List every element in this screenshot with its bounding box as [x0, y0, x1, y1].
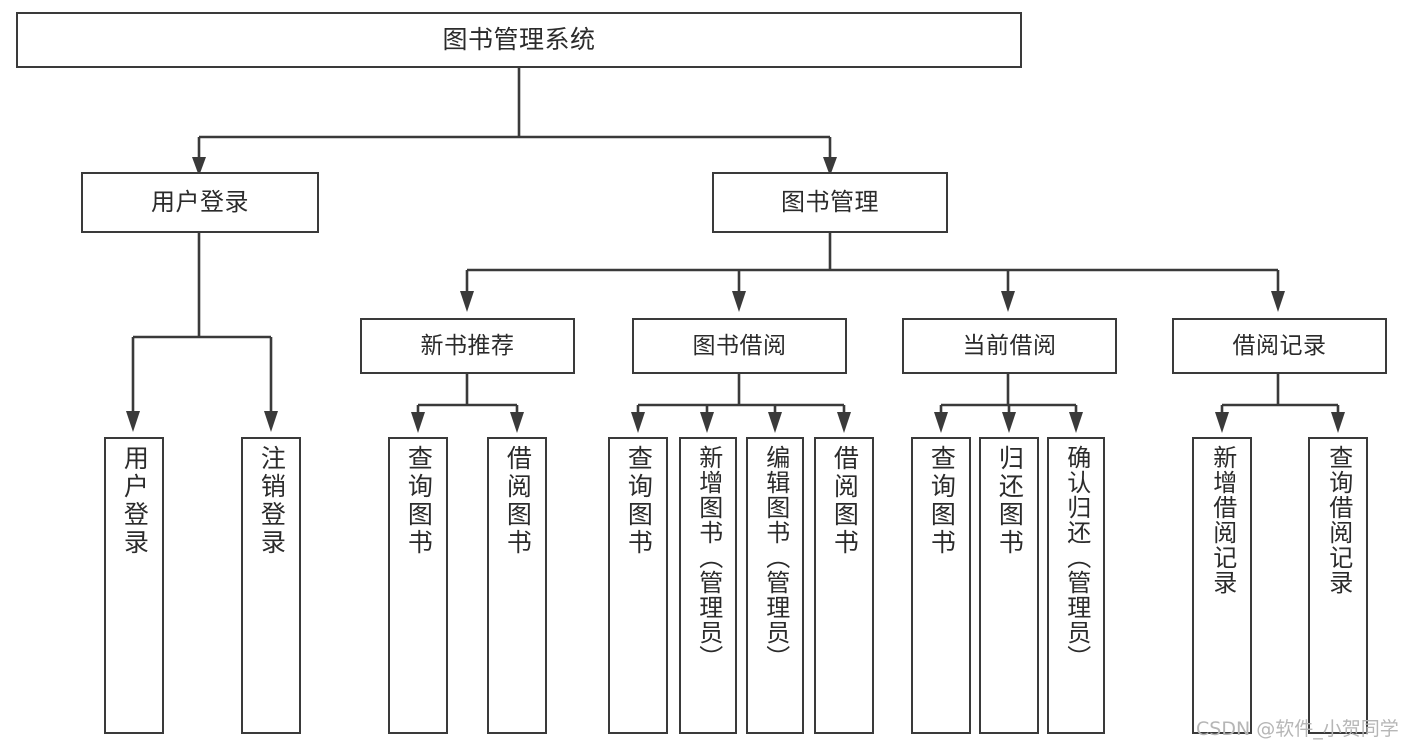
node-label: 编辑图书（管理员）	[761, 445, 790, 670]
leaf-user-login[interactable]: 用户登录	[104, 437, 164, 734]
node-book-management[interactable]: 图书管理	[712, 172, 948, 233]
leaf-confirm-return-admin[interactable]: 确认归还（管理员）	[1047, 437, 1105, 734]
node-label: 用户登录	[120, 445, 150, 557]
node-label: 借阅记录	[1232, 332, 1327, 359]
node-root-system[interactable]: 图书管理系统	[16, 12, 1022, 68]
leaf-return-book[interactable]: 归还图书	[979, 437, 1039, 734]
leaf-borrow-book[interactable]: 借阅图书	[814, 437, 874, 734]
leaf-query-book-borrow[interactable]: 查询图书	[608, 437, 668, 734]
node-current-borrow[interactable]: 当前借阅	[902, 318, 1117, 374]
node-label: 新增借阅记录	[1208, 445, 1237, 595]
node-user-login[interactable]: 用户登录	[81, 172, 319, 233]
node-label: 查询图书	[404, 445, 434, 557]
node-label: 图书借阅	[692, 332, 787, 359]
node-label: 当前借阅	[962, 332, 1057, 359]
node-borrow-record[interactable]: 借阅记录	[1172, 318, 1387, 374]
node-label: 用户登录	[151, 187, 249, 216]
node-label: 查询借阅记录	[1324, 445, 1353, 595]
node-label: 查询图书	[927, 445, 957, 557]
leaf-borrow-book-recommend[interactable]: 借阅图书	[487, 437, 547, 734]
leaf-logout[interactable]: 注销登录	[241, 437, 301, 734]
node-label: 新增图书（管理员）	[694, 445, 723, 670]
leaf-edit-book-admin[interactable]: 编辑图书（管理员）	[746, 437, 804, 734]
csdn-watermark: CSDN @软件_小贺同学	[1196, 718, 1399, 740]
node-label: 新书推荐	[420, 332, 515, 359]
node-label: 借阅图书	[503, 445, 533, 557]
node-label: 借阅图书	[830, 445, 860, 557]
node-label: 确认归还（管理员）	[1062, 445, 1091, 670]
leaf-add-borrow-record[interactable]: 新增借阅记录	[1192, 437, 1252, 734]
leaf-query-book-current[interactable]: 查询图书	[911, 437, 971, 734]
node-label: 图书管理	[781, 187, 879, 216]
node-book-borrow[interactable]: 图书借阅	[632, 318, 847, 374]
leaf-query-borrow-record[interactable]: 查询借阅记录	[1308, 437, 1368, 734]
node-label: 查询图书	[624, 445, 654, 557]
leaf-add-book-admin[interactable]: 新增图书（管理员）	[679, 437, 737, 734]
node-label: 注销登录	[257, 445, 287, 557]
node-label: 图书管理系统	[442, 24, 596, 54]
leaf-query-book-recommend[interactable]: 查询图书	[388, 437, 448, 734]
node-label: 归还图书	[995, 445, 1025, 557]
node-new-book-recommend[interactable]: 新书推荐	[360, 318, 575, 374]
